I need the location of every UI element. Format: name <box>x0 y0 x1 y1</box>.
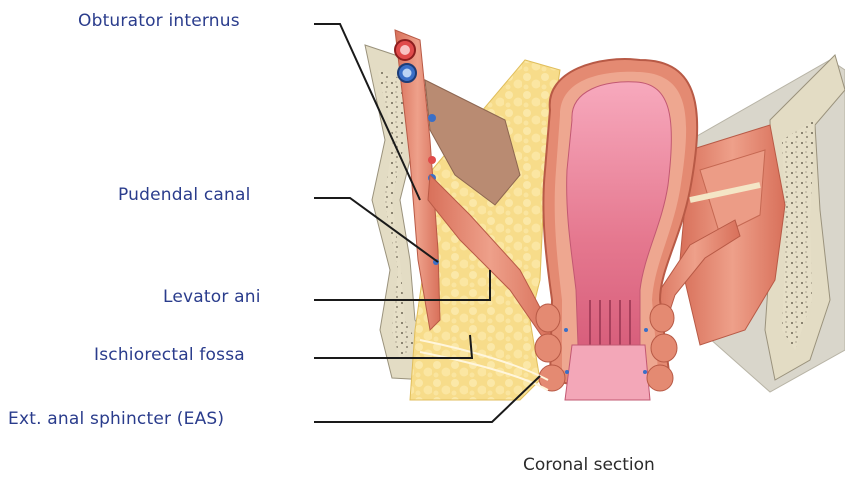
label-pudendal-canal: Pudendal canal <box>118 185 251 205</box>
label-ischiorectal-fossa: Ischiorectal fossa <box>94 345 245 365</box>
label-ext-anal-sphincter: Ext. anal sphincter (EAS) <box>8 409 224 429</box>
label-levator-ani: Levator ani <box>163 287 261 307</box>
anal-canal <box>565 345 650 400</box>
label-obturator-internus: Obturator internus <box>78 11 240 31</box>
caption-coronal-section: Coronal section <box>523 455 655 475</box>
ext-anal-sphincter-right <box>647 304 677 391</box>
